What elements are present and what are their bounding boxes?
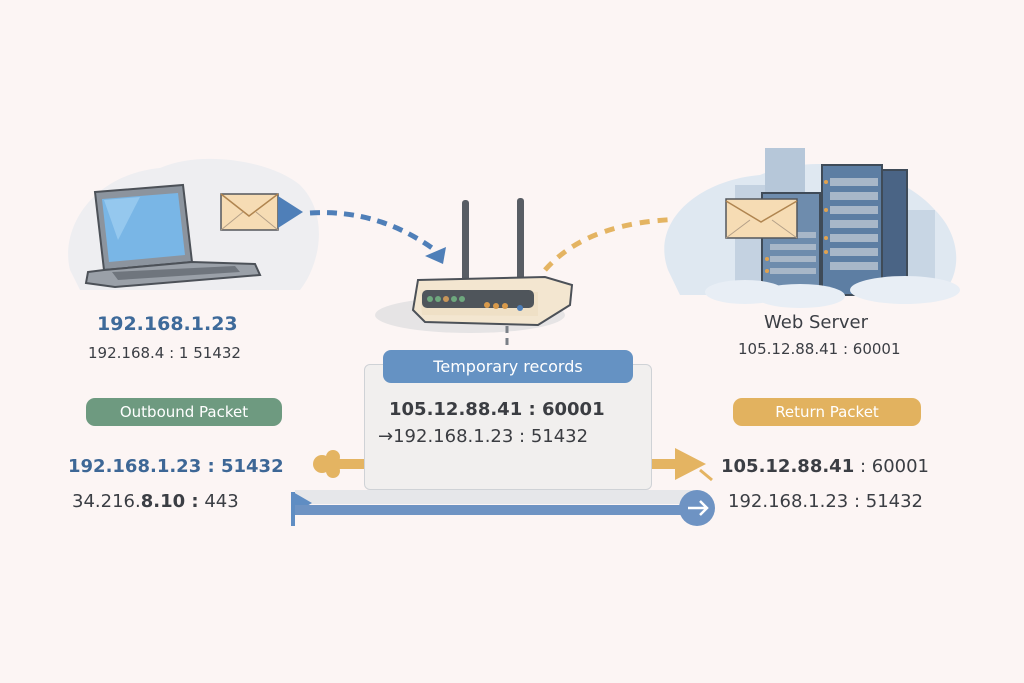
return-destination: 192.168.1.23 : 51432: [728, 491, 924, 512]
record-line-private: →192.168.1.23 : 51432: [378, 426, 589, 447]
client-socket: 192.168.4 : 1 51432: [88, 344, 241, 362]
outbound-packet-label: Outbound Packet: [86, 398, 282, 426]
server-socket: 105.12.88.41 : 60001: [738, 340, 901, 358]
temporary-records-panel: [364, 364, 652, 490]
return-packet-arrow: [291, 490, 715, 526]
return-source: 105.12.88.41 : 60001: [721, 456, 929, 477]
server-envelope-icon: [725, 198, 798, 239]
return-source-ip: 105.12.88.41: [721, 456, 855, 477]
server-title: Web Server: [764, 312, 868, 333]
client-envelope-icon: [220, 193, 303, 231]
outbound-destination-prefix: 34.216.: [72, 491, 141, 512]
return-source-port: : 60001: [854, 456, 930, 477]
return-dashed-path: [543, 216, 721, 272]
outbound-source: 192.168.1.23 : 51432: [68, 456, 284, 477]
client-ip: 192.168.1.23: [97, 313, 238, 335]
outbound-arrowhead: [425, 247, 446, 264]
outbound-destination: 34.216.8.10 : 443: [72, 491, 239, 512]
record-line-public: 105.12.88.41 : 60001: [389, 399, 605, 420]
temporary-records-title: Temporary records: [383, 350, 633, 383]
return-packet-label: Return Packet: [733, 398, 921, 426]
router-icon: [375, 198, 574, 333]
outbound-destination-bold: 8.10 :: [140, 491, 199, 512]
server-rack-icon: [761, 164, 908, 296]
laptop-icon: [84, 183, 262, 289]
outbound-dashed-path: [309, 210, 437, 253]
server-clouds: [705, 276, 960, 308]
outbound-destination-port: 443: [198, 491, 239, 512]
